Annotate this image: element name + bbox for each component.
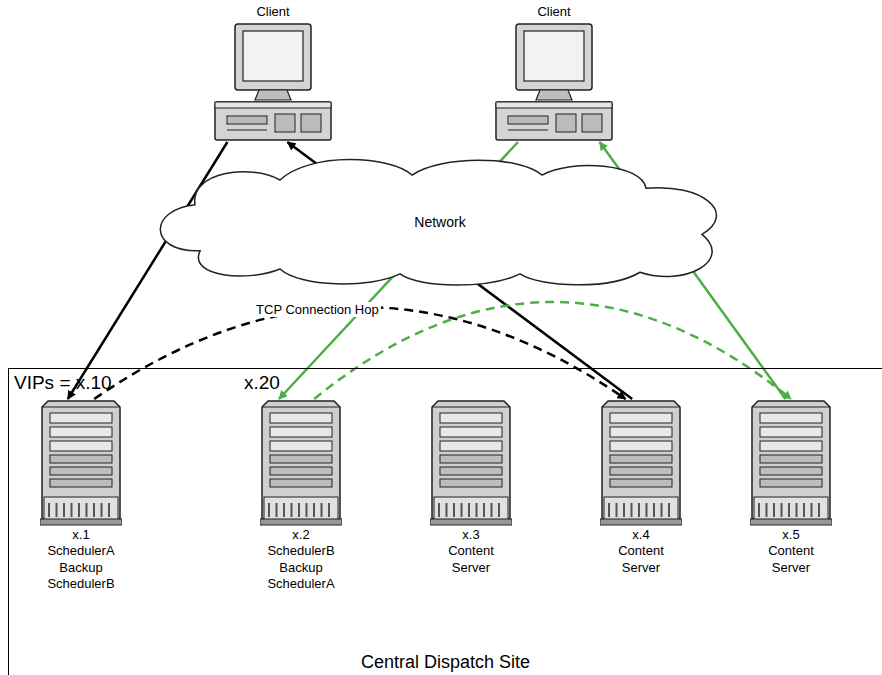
network-cloud: Network xyxy=(140,152,740,292)
edge-label: TCP Connection Hop xyxy=(254,302,381,317)
site-region: Central Dispatch Site x.1SchedulerA Backu… xyxy=(8,368,882,675)
client-computer: Client xyxy=(494,4,614,144)
server-tower-icon xyxy=(750,399,832,527)
address-label: x.3 xyxy=(431,527,511,543)
node-label: Network xyxy=(414,214,465,230)
address-label: x.2 xyxy=(261,527,341,543)
address-label: x.5 xyxy=(751,527,831,543)
computer-icon xyxy=(494,22,614,144)
address-label: x.1 xyxy=(41,527,121,543)
vip-label: VIPs = x.10 xyxy=(14,372,112,394)
server-node: x.3Content Server xyxy=(416,399,526,576)
role-label: SchedulerB Backup SchedulerA xyxy=(261,543,341,592)
server-tower-icon xyxy=(430,399,512,527)
role-label: Content Server xyxy=(431,543,511,576)
node-label: Central Dispatch Site xyxy=(9,652,882,673)
node-label: Client xyxy=(537,4,570,19)
node-label: Client xyxy=(256,4,289,19)
server-node: x.1SchedulerA Backup SchedulerB xyxy=(26,399,136,592)
traffic-arrow xyxy=(68,142,228,399)
server-tower-icon xyxy=(260,399,342,527)
client-computer: Client xyxy=(213,4,333,144)
server-tower-icon xyxy=(600,399,682,527)
server-node: x.2SchedulerB Backup SchedulerA xyxy=(246,399,356,592)
role-label: SchedulerA Backup SchedulerB xyxy=(41,543,121,592)
address-label: x.4 xyxy=(601,527,681,543)
role-label: Content Server xyxy=(601,543,681,576)
connection-hop-arrow xyxy=(94,307,625,399)
role-label: Content Server xyxy=(751,543,831,576)
server-node: x.5Content Server xyxy=(736,399,846,576)
computer-icon xyxy=(213,22,333,144)
server-tower-icon xyxy=(40,399,122,527)
connection-hop-arrow xyxy=(314,302,791,399)
vip-label: x.20 xyxy=(244,372,280,394)
server-node: x.4Content Server xyxy=(586,399,696,576)
